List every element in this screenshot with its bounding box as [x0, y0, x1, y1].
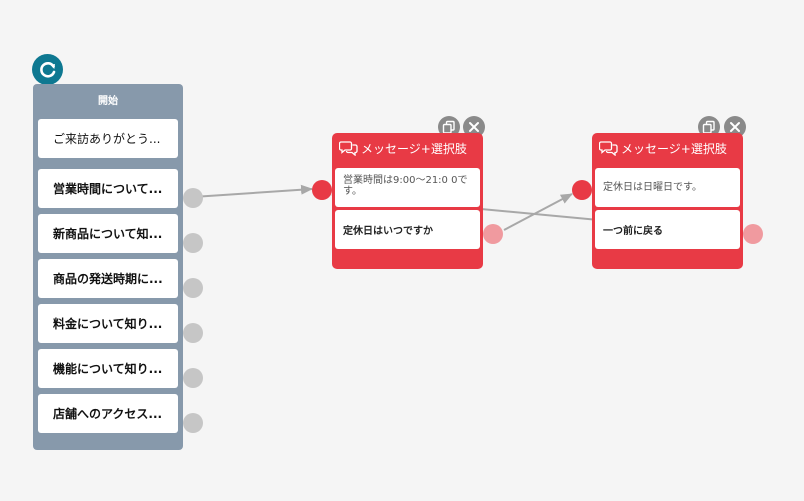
chat-bubbles-icon [339, 140, 358, 156]
delete-node-button[interactable] [463, 116, 485, 138]
start-item-features[interactable]: 機能について知り... [38, 349, 178, 388]
start-item-store-access[interactable]: 店舗へのアクセス... [38, 394, 178, 433]
edge-hours-to-node1 [192, 184, 313, 198]
message-node-business-hours[interactable]: メッセージ+選択肢 営業時間は9:00〜21:0 0です。 定休日はいつですか [332, 133, 483, 269]
node-title: メッセージ+選択肢 [621, 141, 727, 156]
start-node-title: 開始 [98, 96, 118, 107]
output-port-closed-day[interactable] [483, 224, 503, 244]
copy-icon [702, 120, 716, 134]
copy-node-button[interactable] [698, 116, 720, 138]
copy-node-button[interactable] [438, 116, 460, 138]
edge-closed-day-to-node2 [503, 193, 573, 231]
start-item-shipping[interactable]: 商品の発送時期に... [38, 259, 178, 298]
output-port-shipping[interactable] [183, 278, 203, 298]
output-port-new-products[interactable] [183, 233, 203, 253]
node-header: メッセージ+選択肢 [599, 139, 727, 157]
output-port-go-back[interactable] [743, 224, 763, 244]
node-message[interactable]: 営業時間は9:00〜21:0 0です。 [335, 168, 480, 207]
output-port-pricing[interactable] [183, 323, 203, 343]
output-port-store-access[interactable] [183, 413, 203, 433]
start-item-business-hours[interactable]: 営業時間について... [38, 169, 178, 208]
input-port-node1[interactable] [312, 180, 332, 200]
reload-button[interactable] [32, 54, 63, 85]
reload-icon [38, 60, 58, 80]
close-icon [468, 121, 480, 133]
output-port-business-hours[interactable] [183, 188, 203, 208]
copy-icon [442, 120, 456, 134]
delete-node-button[interactable] [724, 116, 746, 138]
output-port-features[interactable] [183, 368, 203, 388]
node-title: メッセージ+選択肢 [361, 141, 467, 156]
start-item-new-products[interactable]: 新商品について知... [38, 214, 178, 253]
start-item-welcome[interactable]: ご来訪ありがとう... [38, 119, 178, 158]
message-node-closed-day[interactable]: メッセージ+選択肢 定休日は日曜日です。 一つ前に戻る [592, 133, 743, 269]
input-port-node2[interactable] [572, 180, 592, 200]
start-node[interactable]: 開始 ご来訪ありがとう... 営業時間について... 新商品について知... 商… [33, 84, 183, 450]
start-item-pricing[interactable]: 料金について知り... [38, 304, 178, 343]
choice-closed-day[interactable]: 定休日はいつですか [335, 210, 480, 249]
node-header: メッセージ+選択肢 [339, 139, 467, 157]
close-icon [729, 121, 741, 133]
node-message[interactable]: 定休日は日曜日です。 [595, 168, 740, 207]
choice-go-back[interactable]: 一つ前に戻る [595, 210, 740, 249]
chat-bubbles-icon [599, 140, 618, 156]
